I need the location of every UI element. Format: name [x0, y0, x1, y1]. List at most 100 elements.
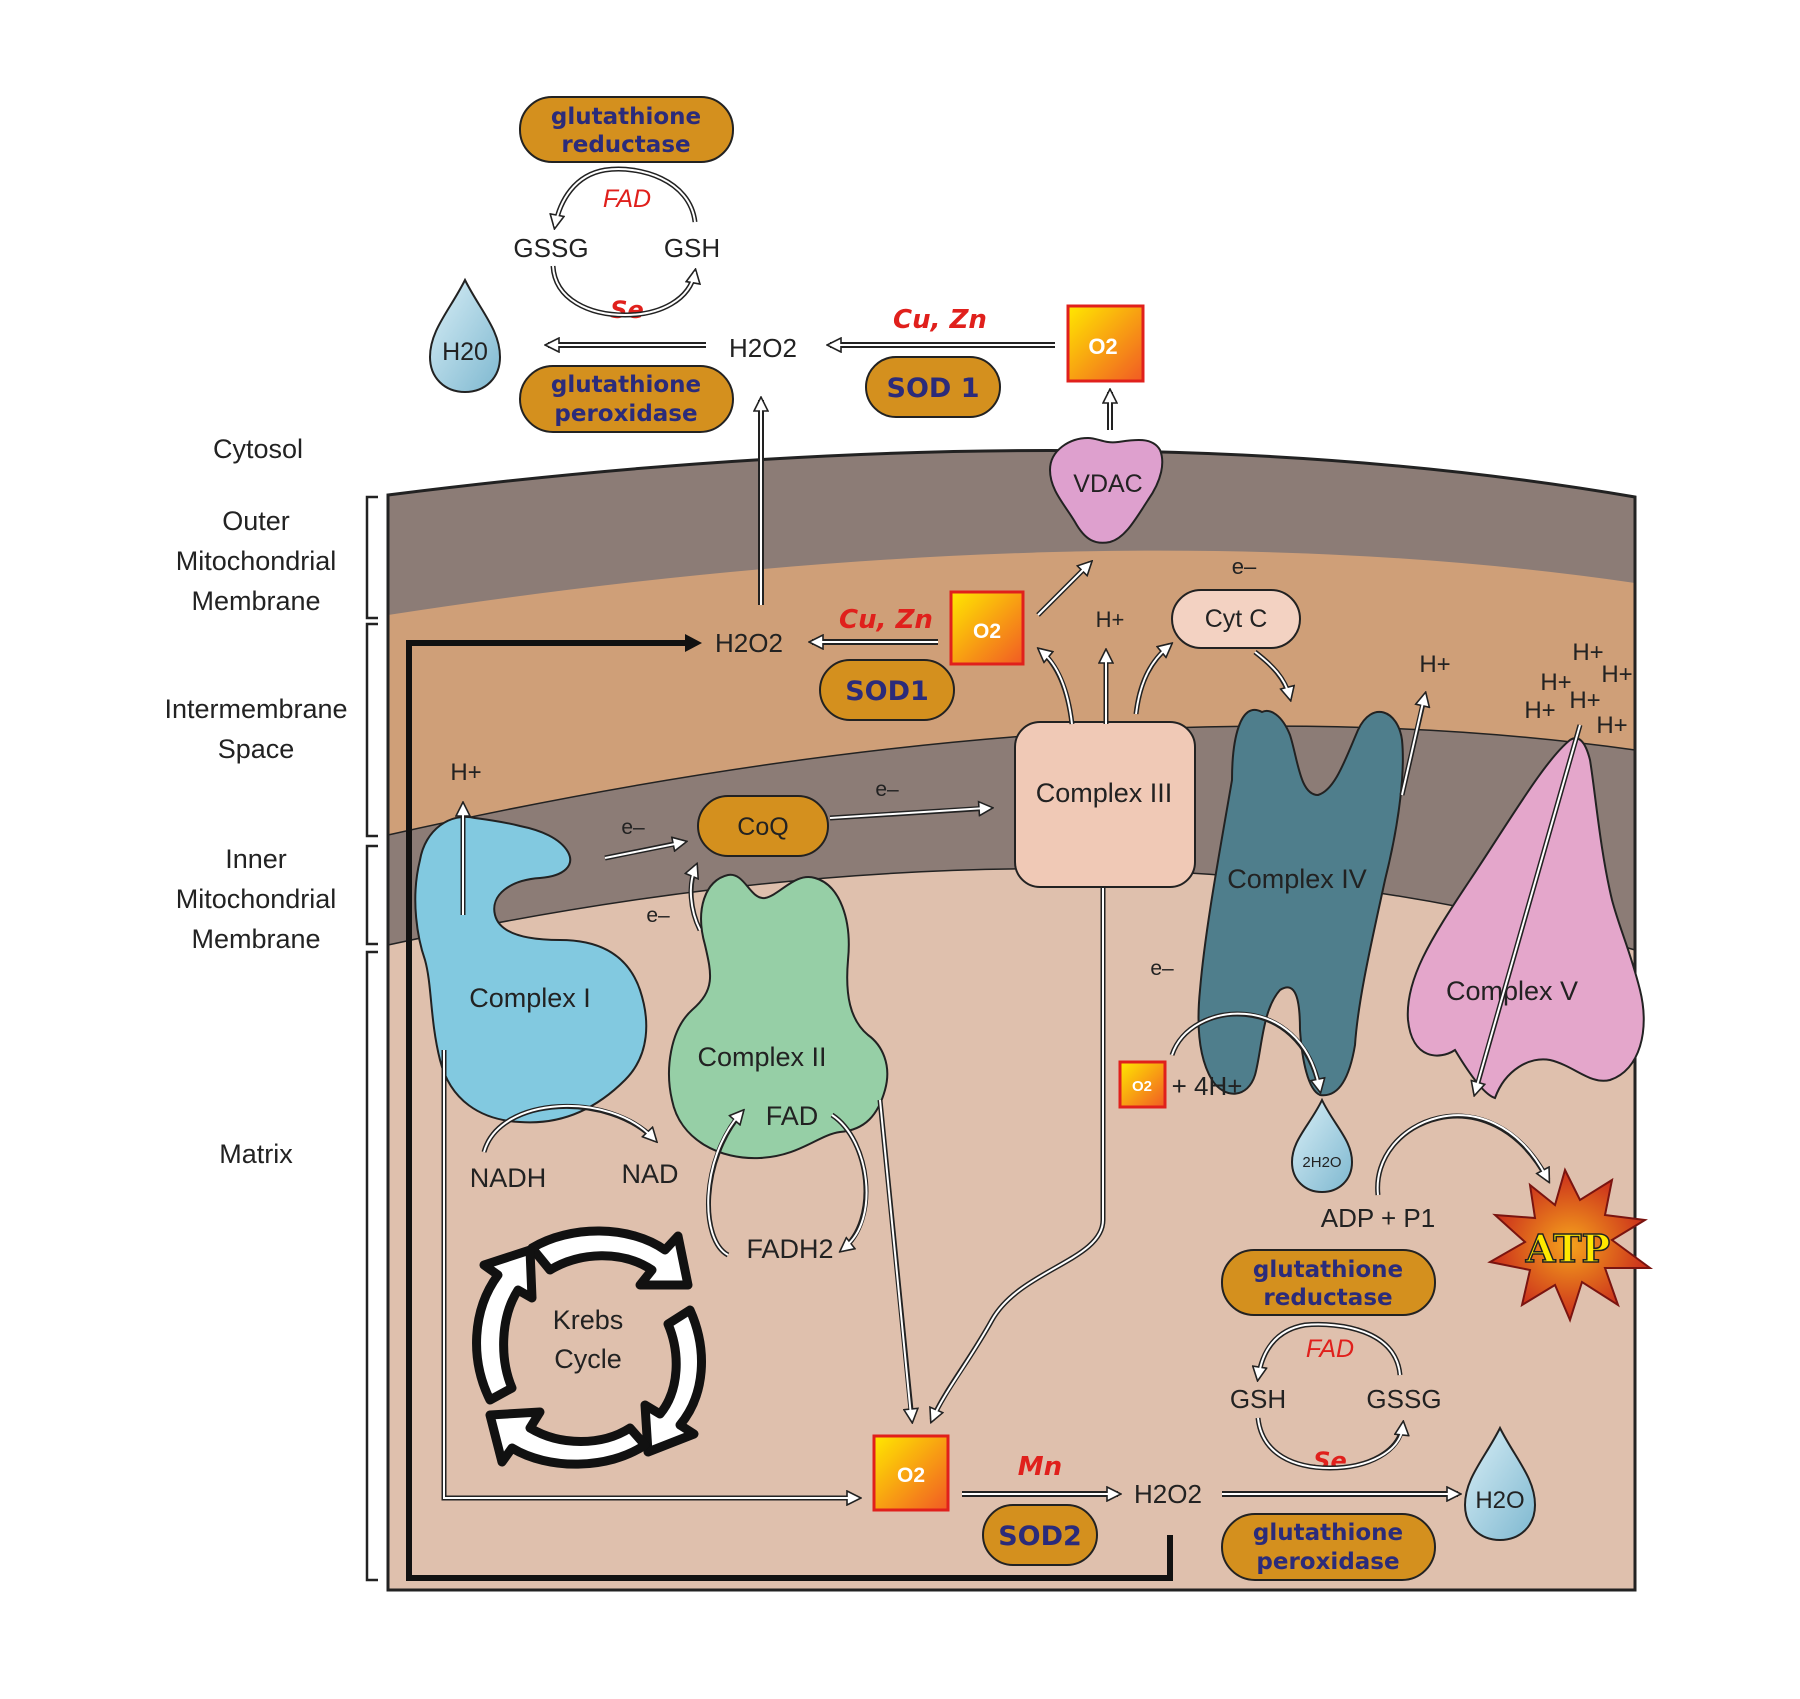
complex-iv-label: Complex IV [1227, 864, 1367, 894]
krebs-label-1: Krebs [553, 1305, 624, 1335]
krebs-arc-bottom [485, 1407, 650, 1469]
matrix-superoxide-label: O2 [897, 1464, 925, 1487]
complex-iv-superoxide-label: O2 [1132, 1078, 1152, 1095]
matrix-se-label: Se [1313, 1447, 1347, 1475]
coq-electron-label: e– [875, 778, 899, 801]
proton-cluster-2: H+ [1601, 661, 1632, 688]
complex-iv-electron-label: e– [1150, 957, 1174, 980]
inner-membrane-label-2: Mitochondrial [176, 884, 337, 914]
cytosol-superoxide-box: O2 [1066, 304, 1145, 383]
matrix-gssg-label: GSSG [1366, 1384, 1441, 1414]
matrix-water-label: H2O [1475, 1487, 1524, 1514]
complex-v-label: Complex V [1446, 976, 1578, 1006]
cytosol-glutathione-reductase-line1: glutathione [551, 104, 701, 130]
inner-membrane-label-1: Inner [225, 844, 287, 874]
complex-iv-shape [1197, 708, 1404, 1097]
cytosol-glutathione-reductase-line2: reductase [561, 132, 690, 158]
complex-ii-shape [668, 873, 889, 1160]
ims-superoxide-label: O2 [973, 620, 1001, 643]
cyt-c-shape: Cyt C [1171, 589, 1301, 649]
matrix-fad-label: FAD [766, 1101, 819, 1131]
fadh2-label: FADH2 [746, 1234, 833, 1264]
mn-label: Mn [1018, 1452, 1062, 1482]
krebs-cycle: Krebs Cycle [472, 1226, 706, 1469]
complex-ii-electron-label: e– [646, 904, 670, 927]
cytosol-water-drop: H20 [428, 277, 502, 394]
nad-label: NAD [621, 1159, 678, 1189]
cytosol-se-label: Se [610, 296, 644, 324]
complex-iii-label: Complex III [1036, 778, 1173, 808]
cytosol-gssg-label: GSSG [513, 233, 588, 263]
krebs-arc-left [472, 1245, 537, 1405]
coq-shape: CoQ [697, 795, 829, 857]
complex-i-shape [414, 815, 648, 1124]
cytosol-label: Cytosol [213, 434, 303, 464]
atp-burst: ATP [1487, 1167, 1654, 1323]
proton-cluster-6: H+ [1596, 712, 1627, 739]
oxygen-protons-label: + 4H+ [1172, 1071, 1243, 1101]
matrix-glutathione-reductase-line2: reductase [1263, 1285, 1392, 1311]
proton-cluster-3: H+ [1540, 669, 1571, 696]
matrix-glutathione-peroxidase-line1: glutathione [1253, 1520, 1403, 1546]
intermembrane-label-2: Space [218, 734, 295, 764]
ims-h2o2-label: H2O2 [715, 628, 783, 658]
cytosol-fad-label: FAD [603, 185, 651, 213]
proton-cluster: H+ H+ H+ H+ H+ H+ [1524, 639, 1632, 739]
sod1-ims-label: SOD1 [845, 676, 929, 707]
superoxide-feedback-line [406, 640, 1173, 1581]
matrix-glutathione-peroxidase-line2: peroxidase [1256, 1549, 1399, 1575]
cyt-c-electron-label: e– [1232, 554, 1257, 579]
adp-label: ADP + P1 [1321, 1203, 1435, 1233]
cytosol-glutathione-peroxidase: glutathione peroxidase [519, 365, 734, 433]
krebs-arc-top [527, 1226, 693, 1290]
proton-cluster-1: H+ [1572, 639, 1603, 666]
region-brackets [365, 495, 378, 1582]
sod2-label: SOD2 [998, 1521, 1082, 1552]
cytosol-superoxide-label: O2 [1088, 334, 1117, 359]
complex-i-label: Complex I [469, 983, 591, 1013]
inner-membrane-label-3: Membrane [191, 924, 320, 954]
ims-cu-zn-label: Cu, Zn [839, 605, 933, 635]
matrix-fad-cofactor-label: FAD [1306, 1335, 1354, 1363]
cytosol-glutathione-reductase: glutathione reductase [519, 96, 734, 163]
nadh-label: NADH [470, 1163, 547, 1193]
matrix-superoxide-box: O2 [872, 1434, 950, 1512]
complex-i-electron-label: e– [621, 816, 645, 839]
cytosol-cu-zn-label: Cu, Zn [893, 305, 987, 335]
complex-iv-water-drop: 2H2O [1290, 1097, 1354, 1194]
complex-iv-water-label: 2H2O [1302, 1154, 1341, 1171]
cytosol-glutathione-peroxidase-line1: glutathione [551, 372, 701, 398]
complex-iii-proton-label: H+ [1096, 607, 1125, 632]
complex-i-proton-label: H+ [450, 759, 481, 786]
cytosol-h2o2-label: H2O2 [729, 333, 797, 363]
vdac-label: VDAC [1073, 470, 1142, 498]
outer-membrane-label-1: Outer [222, 506, 290, 536]
sod1-cytosol-pill: SOD 1 [865, 356, 1001, 418]
region-labels: Cytosol Outer Mitochondrial Membrane Int… [164, 434, 347, 1169]
proton-cluster-5: H+ [1569, 687, 1600, 714]
matrix-gsh-label: GSH [1230, 1384, 1286, 1414]
matrix-label: Matrix [219, 1139, 293, 1169]
proton-cluster-4: H+ [1524, 697, 1555, 724]
coq-label: CoQ [737, 813, 788, 841]
matrix-glutathione-peroxidase: glutathione peroxidase [1221, 1513, 1436, 1581]
complex-iv-proton-label: H+ [1419, 651, 1450, 678]
krebs-arc-right [640, 1305, 706, 1457]
sod1-cytosol-label: SOD 1 [887, 373, 980, 404]
sod2-pill: SOD2 [982, 1504, 1098, 1566]
complex-iv-superoxide-box: O2 [1118, 1060, 1167, 1109]
krebs-label-2: Cycle [554, 1344, 622, 1374]
ims-superoxide-box: O2 [949, 590, 1025, 666]
atp-label: ATP [1525, 1226, 1610, 1271]
vdac-shape: VDAC [1048, 436, 1164, 544]
sod1-ims-pill: SOD1 [819, 659, 955, 721]
cyt-c-label: Cyt C [1205, 605, 1268, 633]
cytosol-water-label: H20 [442, 338, 488, 366]
matrix-glutathione-reductase: glutathione reductase [1221, 1249, 1436, 1316]
cytosol-glutathione-peroxidase-line2: peroxidase [554, 401, 697, 427]
complex-ii-label: Complex II [697, 1042, 826, 1072]
intermembrane-label-1: Intermembrane [164, 694, 347, 724]
matrix-water-drop: H2O [1463, 1425, 1537, 1542]
